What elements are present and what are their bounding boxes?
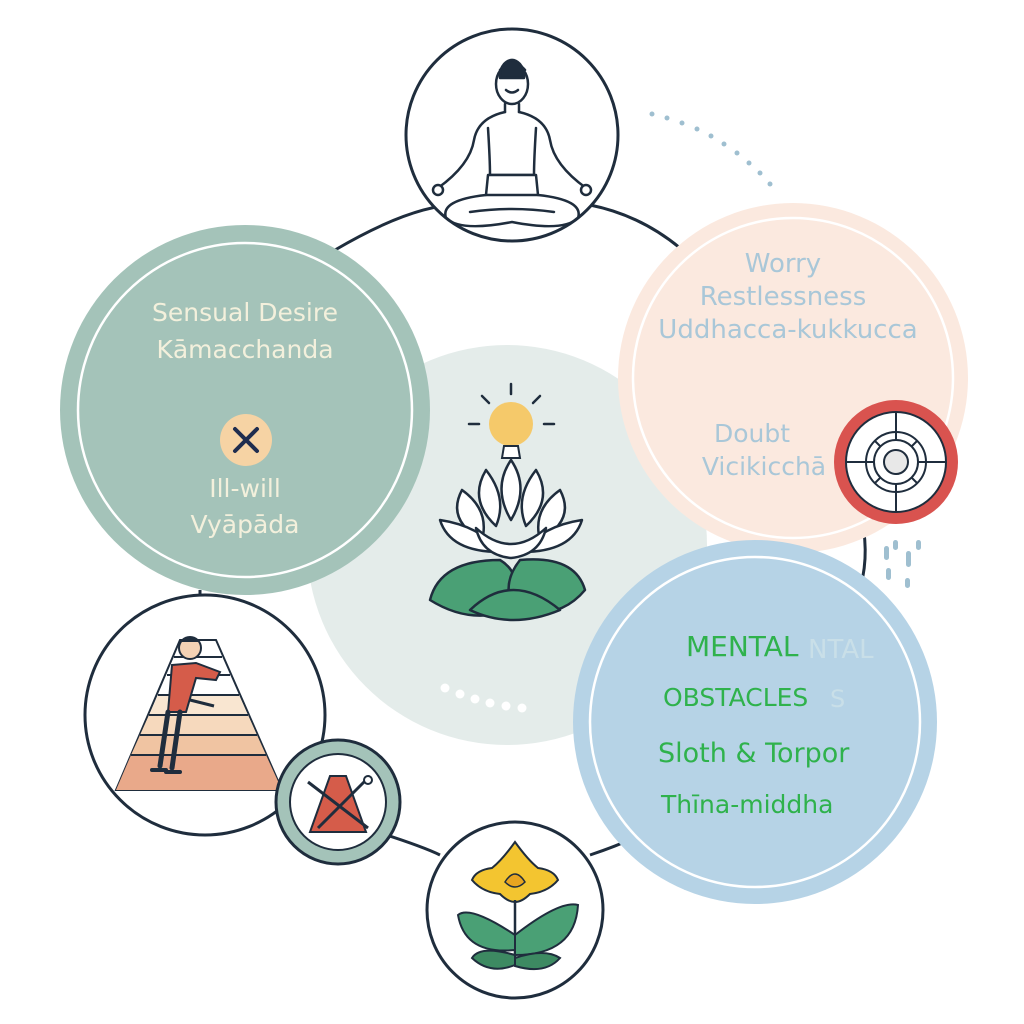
dotted-arc-top-right — [649, 111, 773, 187]
crossed-pyramid-icon — [307, 774, 373, 833]
dotted-marks-right — [884, 540, 921, 588]
flower-icon-circle — [425, 820, 605, 1000]
meditating-person-icon — [431, 58, 593, 228]
ill-will-pali-label: Vyāpāda — [190, 510, 300, 539]
target-gear-icon — [846, 412, 946, 512]
ill-will-label: Ill-will — [209, 474, 281, 503]
worry-pali-label: Uddhacca-kukkucca — [658, 315, 918, 345]
mental-obstacles-title-line1: MENTAL — [686, 630, 799, 663]
sloth-torpor-label: Sloth & Torpor — [658, 738, 850, 769]
yellow-flower-icon — [456, 840, 580, 971]
x-mark-icon — [220, 414, 272, 466]
climber-icon-circle — [83, 593, 327, 837]
target-gear-badge — [834, 400, 958, 524]
ghost-text-decoration-2: S — [830, 685, 846, 713]
doubt-pali-label: Vicikicchā — [701, 452, 827, 481]
lotus-sun-icon — [428, 382, 587, 622]
sloth-torpor-pali-label: Thīna-middha — [661, 790, 834, 819]
sensual-desire-pali-label: Kāmacchanda — [156, 335, 334, 364]
sensual-desire-label: Sensual Desire — [152, 298, 338, 327]
sloth-torpor-circle — [573, 540, 937, 904]
center-dots — [440, 683, 527, 713]
person-climbing-pyramid-icon — [114, 636, 284, 791]
crossed-pyramid-badge — [274, 738, 402, 866]
meditation-icon-circle — [404, 27, 620, 243]
sensual-desire-circle — [60, 225, 430, 595]
worry-label: Worry — [744, 249, 822, 279]
mental-obstacles-title-line2: OBSTACLES — [663, 683, 809, 712]
doubt-label: Doubt — [713, 419, 791, 448]
ghost-text-decoration: NTAL — [808, 635, 874, 665]
restlessness-label: Restlessness — [699, 282, 867, 312]
